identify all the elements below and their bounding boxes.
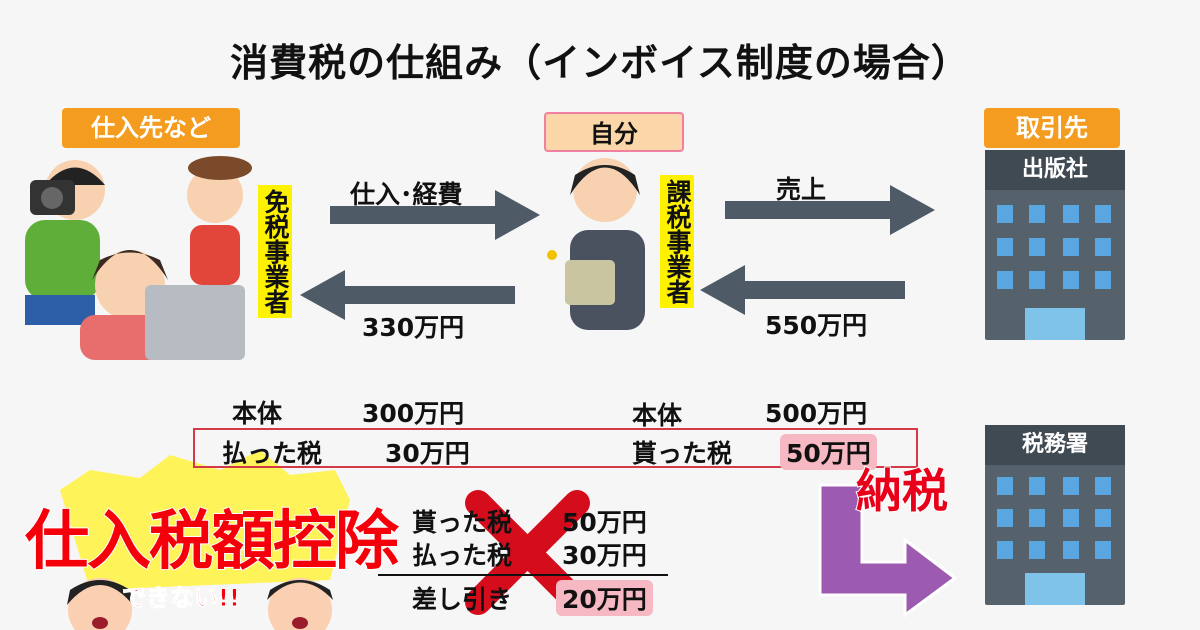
worried-kids-illustration bbox=[67, 578, 333, 630]
supplier-tag: 仕入先など bbox=[62, 108, 240, 148]
suppliers-illustration bbox=[25, 156, 252, 360]
tax-office-name: 税務署 bbox=[985, 425, 1125, 465]
taxable-label: 課税事業者 bbox=[660, 175, 694, 308]
right-body-label: 本体 bbox=[632, 401, 683, 430]
client-tag: 取引先 bbox=[984, 108, 1120, 148]
left-body-value: 300万円 bbox=[362, 399, 465, 428]
page-title: 消費税の仕組み（インボイス制度の場合） bbox=[230, 41, 970, 85]
deduction-title: 仕入税額控除 bbox=[24, 504, 400, 580]
right-tax-label: 貰った税 bbox=[632, 439, 733, 468]
income-arrow bbox=[700, 265, 905, 315]
pay-tax-arrow bbox=[818, 483, 958, 618]
purchase-arrow bbox=[330, 190, 540, 240]
right-body-value: 500万円 bbox=[765, 399, 868, 428]
self-tag: 自分 bbox=[544, 112, 684, 152]
pay-tax-label: 納税 bbox=[855, 463, 949, 519]
sales-amount: 550万円 bbox=[765, 311, 868, 340]
right-tax-value: 50万円 bbox=[780, 434, 877, 470]
publisher-building: 出版社 bbox=[985, 150, 1125, 340]
calc-received-label: 貰った税 bbox=[412, 508, 513, 537]
calc-received-value: 50万円 bbox=[562, 508, 647, 537]
sales-label: 売上 bbox=[776, 175, 827, 204]
left-tax-value: 30万円 bbox=[385, 439, 470, 468]
publisher-name: 出版社 bbox=[985, 150, 1125, 190]
left-tax-label: 払った税 bbox=[222, 439, 323, 468]
deduction-subtitle: できない!! bbox=[122, 584, 241, 613]
calc-paid-label: 払った税 bbox=[412, 541, 513, 570]
self-illustration bbox=[547, 158, 645, 330]
left-body-label: 本体 bbox=[232, 399, 283, 428]
calc-diff-label: 差し引き bbox=[412, 585, 513, 614]
purchase-label: 仕入･経費 bbox=[350, 180, 463, 209]
sales-arrow bbox=[725, 185, 935, 235]
tax-office-building: 税務署 bbox=[985, 425, 1125, 605]
yellow-burst bbox=[60, 450, 350, 590]
tax-highlight-box bbox=[193, 428, 918, 468]
tax-exempt-label: 免税事業者 bbox=[258, 185, 292, 318]
calc-divider bbox=[378, 574, 668, 576]
calc-paid-value: 30万円 bbox=[562, 541, 647, 570]
purchase-amount: 330万円 bbox=[362, 313, 465, 342]
payment-arrow bbox=[300, 270, 515, 320]
calc-diff-value: 20万円 bbox=[556, 580, 653, 616]
